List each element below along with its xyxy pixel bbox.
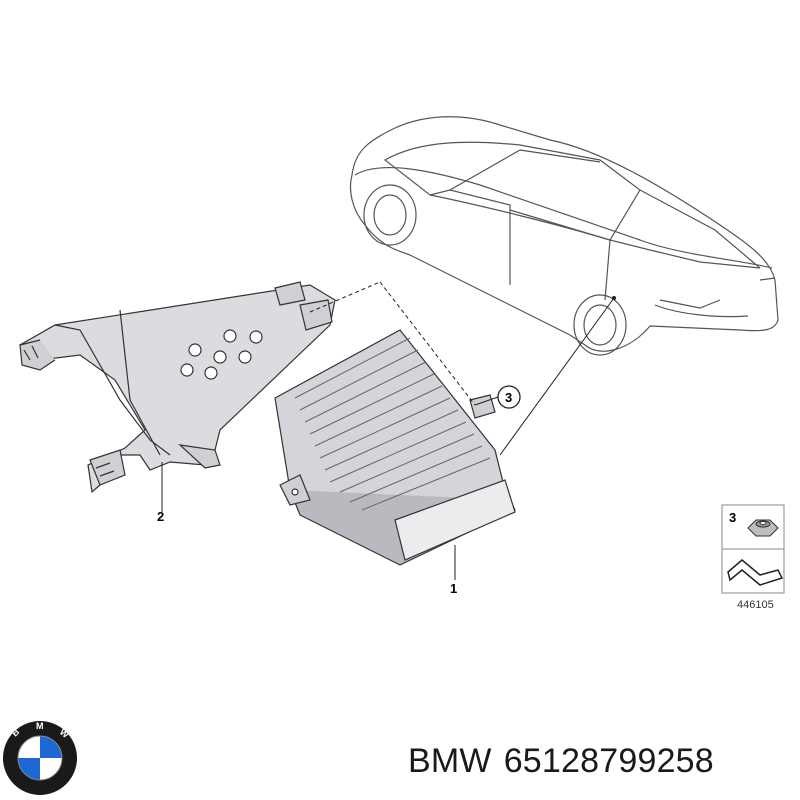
part-caption: BMW 65128799258 <box>408 742 726 781</box>
svg-text:B: B <box>10 726 22 738</box>
caption-brand: BMW <box>408 742 492 780</box>
parts-legend: 3 446105 <box>721 504 785 611</box>
callout-2: 2 <box>157 509 164 524</box>
bracket-part <box>18 281 336 494</box>
leader-lines <box>161 281 615 580</box>
legend-item-number: 3 <box>729 510 736 525</box>
callout-3-circle <box>497 385 521 409</box>
bmw-logo: B M W <box>3 721 77 795</box>
reference-symbol-icon <box>727 559 784 586</box>
nut-icon <box>747 519 779 537</box>
callout-1: 1 <box>450 581 457 596</box>
caption-part-number: 65128799258 <box>503 742 714 780</box>
car-outline <box>349 116 779 356</box>
reference-number: 446105 <box>737 599 774 611</box>
callout-3: 3 <box>505 390 512 405</box>
svg-text:M: M <box>36 721 44 731</box>
control-unit-part <box>274 329 516 566</box>
